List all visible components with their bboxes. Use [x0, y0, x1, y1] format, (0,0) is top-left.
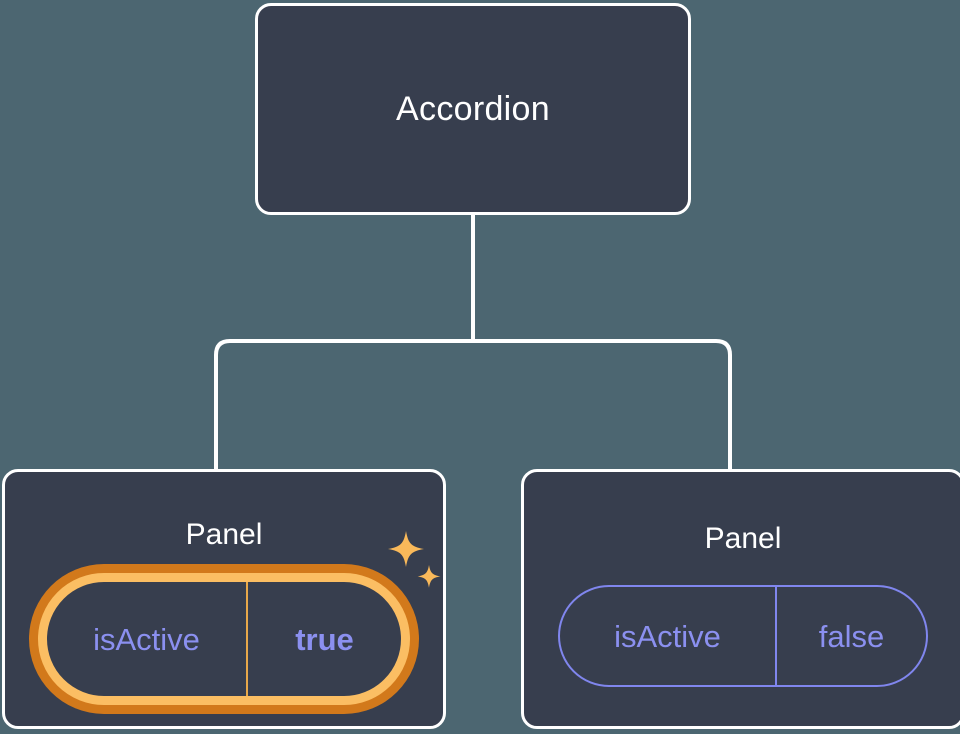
node-panel-inactive-label: Panel [704, 522, 782, 555]
node-panel-active[interactable]: Panel isActive true [2, 469, 446, 729]
node-accordion[interactable]: Accordion [255, 3, 691, 215]
prop-pill-inactive-wrap: isActive false [558, 585, 928, 687]
prop-pill-isactive-true[interactable]: isActive true [38, 573, 410, 705]
prop-value-label: false [775, 587, 926, 685]
sparkle-small-icon [417, 565, 441, 588]
connector-branch-bus [214, 339, 732, 470]
node-panel-active-label: Panel [185, 518, 263, 551]
prop-key-label: isActive [93, 621, 200, 657]
prop-key-label: isActive [614, 618, 721, 654]
node-panel-inactive[interactable]: Panel isActive false [521, 469, 960, 729]
node-accordion-label: Accordion [396, 90, 550, 128]
sparkle-large-icon [388, 531, 424, 567]
prop-pill-active-wrap: isActive true [38, 531, 441, 705]
prop-pill-isactive-false[interactable]: isActive false [558, 585, 928, 687]
sparkles-group [388, 531, 441, 588]
prop-value-label: true [246, 582, 401, 696]
